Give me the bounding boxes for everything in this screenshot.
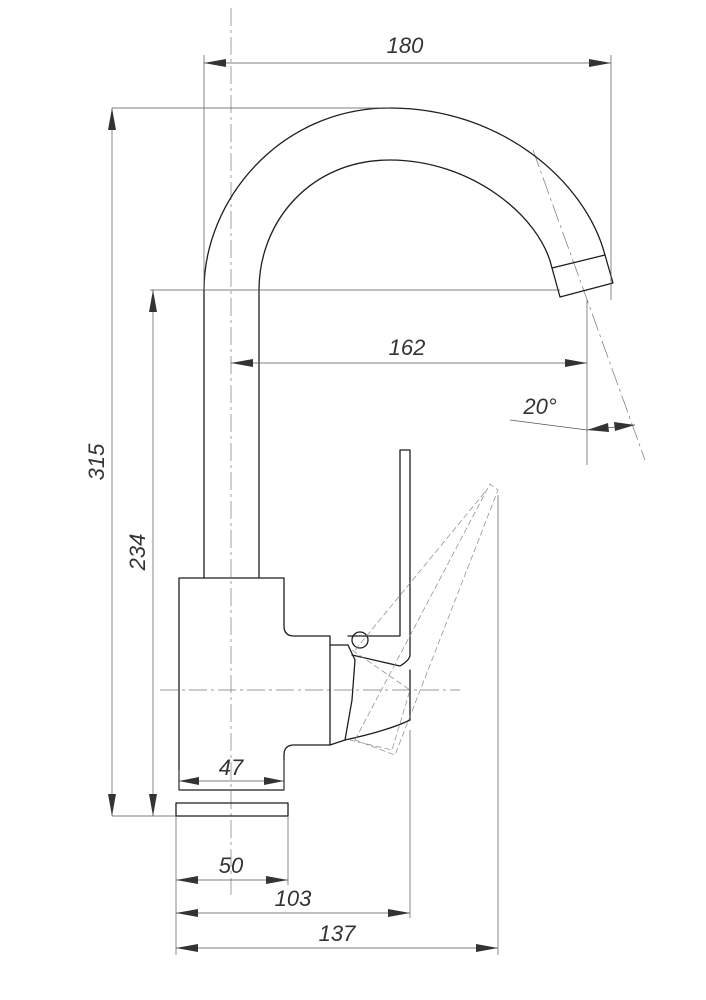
dimension-lines	[111, 62, 636, 949]
arrowheads	[108, 59, 635, 952]
lever-open-position	[349, 483, 499, 756]
label-overall-width: 180	[387, 33, 424, 58]
arrow-180-right	[589, 59, 611, 67]
arrow-47-right	[264, 777, 284, 785]
label-base-width: 50	[219, 853, 244, 878]
arrow-103-left	[176, 909, 198, 917]
base-flange	[175, 802, 289, 817]
arrow-103-right	[388, 909, 410, 917]
label-overall-height: 315	[84, 443, 109, 480]
label-body-width: 47	[219, 755, 244, 780]
arrow-50-left	[176, 876, 198, 884]
handle-lever-base	[344, 669, 411, 741]
arrow-137-right	[476, 944, 498, 952]
label-outlet-height: 234	[125, 534, 150, 572]
arrow-162-right	[565, 359, 587, 367]
label-handle-reach: 103	[275, 886, 312, 911]
spout-tip	[551, 254, 614, 298]
arrow-20deg	[587, 423, 609, 432]
arrow-20deg-right	[614, 422, 635, 431]
extension-lines	[112, 55, 612, 955]
arrow-162-left	[231, 359, 253, 367]
lever-ghost-outline	[354, 483, 499, 756]
handle-lever	[347, 449, 411, 667]
faucet-main-body	[178, 577, 331, 791]
arrow-180-left	[204, 59, 226, 67]
lever-ghost-line	[354, 491, 486, 651]
arrow-50-right	[266, 876, 288, 884]
arrow-137-left	[176, 944, 198, 952]
spout-inner-curve	[258, 159, 553, 579]
arrow-234-top	[149, 290, 157, 312]
spout-axis-line	[532, 149, 646, 461]
faucet-outline	[175, 107, 614, 817]
label-spout-reach: 162	[389, 335, 426, 360]
lever-ghost-inner	[349, 649, 411, 751]
handle-cartridge	[329, 644, 356, 746]
arrow-47-left	[179, 777, 199, 785]
label-total-depth: 137	[319, 921, 356, 946]
arrow-234-bottom	[149, 794, 157, 816]
arrow-315-bottom	[108, 794, 116, 816]
handle-pivot	[351, 631, 369, 649]
dimension-labels: 180 162 20° 315 234 47 50 103 137	[84, 33, 557, 946]
arrow-315-top	[108, 108, 116, 130]
label-spout-angle: 20°	[522, 394, 556, 419]
ext-angle-left	[509, 419, 588, 431]
